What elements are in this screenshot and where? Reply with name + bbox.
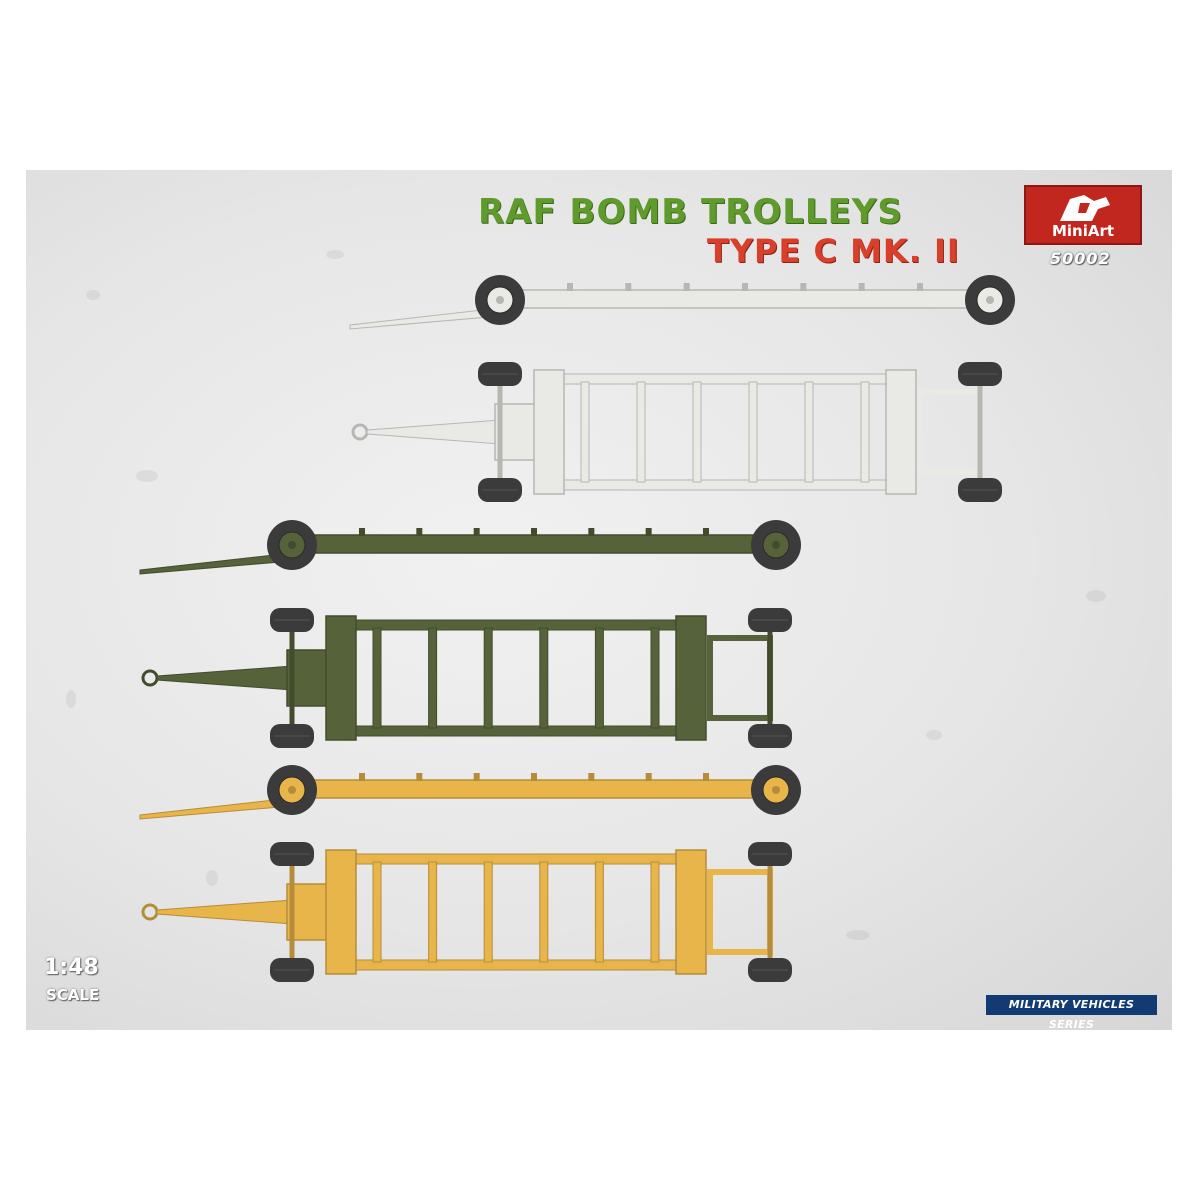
title-line-1: RAF BOMB TROLLEYS (478, 192, 903, 232)
cross-member (594, 861, 604, 963)
tow-bar (156, 899, 293, 925)
title-line-2: TYPE C MK. II (707, 232, 960, 270)
frame-end-front (325, 849, 357, 975)
wheel-cap (772, 541, 780, 549)
tow-bar (366, 419, 501, 445)
texture-speck (1086, 590, 1106, 602)
trolley-green-top (141, 608, 792, 748)
kit-number: 50002 (1050, 249, 1111, 268)
cross-member (428, 861, 438, 963)
cross-member (539, 627, 549, 729)
texture-speck (206, 870, 218, 886)
texture-speck (926, 730, 942, 740)
side-beam (519, 289, 971, 309)
beam-post (416, 528, 423, 536)
cross-member (860, 381, 870, 483)
beam-post (645, 528, 652, 536)
wheel-cap (772, 786, 780, 794)
texture-speck (66, 690, 76, 708)
texture-speck (846, 930, 870, 940)
beam-post (645, 773, 652, 781)
beam-post (703, 773, 709, 781)
beam-post (359, 528, 365, 536)
frame-rail-bottom (331, 725, 701, 737)
tow-eye (141, 669, 159, 687)
miniart-logo: MiniArt (1024, 185, 1142, 245)
beam-post (742, 283, 748, 291)
drawbar (349, 307, 501, 330)
beam-post (416, 773, 423, 781)
tow-eye (351, 423, 369, 441)
wheel-cap (288, 541, 296, 549)
series-badge: MILITARY VEHICLES SERIES (986, 995, 1157, 1031)
tow-eye (141, 903, 159, 921)
cross-member (483, 627, 493, 729)
texture-speck (86, 290, 100, 300)
cross-member (594, 627, 604, 729)
scale-value: 1:48 (44, 955, 99, 980)
beam-post (359, 773, 365, 781)
tow-bar (156, 665, 293, 691)
frame-end-rear (675, 849, 707, 975)
beam-post (917, 283, 923, 291)
scale-label: SCALE (46, 986, 100, 1004)
cross-member (748, 381, 758, 483)
frame-rail-top (331, 619, 701, 631)
wheel-cap (288, 786, 296, 794)
rear-axle-frame (707, 635, 773, 721)
cross-member (428, 627, 438, 729)
rear-axle-frame (707, 869, 773, 955)
beam-post (531, 528, 537, 536)
cross-member (804, 381, 814, 483)
frame-end-front (533, 369, 565, 495)
beam-post (567, 283, 573, 291)
beam-post (588, 528, 595, 536)
drawbar (139, 797, 293, 820)
beam-post (473, 528, 480, 536)
frame-end-rear (675, 615, 707, 741)
cross-member (372, 627, 382, 729)
rear-axle-frame (917, 389, 983, 475)
side-beam (311, 534, 757, 554)
beam-post (683, 283, 690, 291)
cross-member (580, 381, 590, 483)
wheel-cap (986, 296, 994, 304)
trolley-yellow-top (141, 842, 792, 982)
cross-member (650, 861, 660, 963)
frame-rail-top (331, 853, 701, 865)
frame-end-front (325, 615, 357, 741)
beam-post (473, 773, 480, 781)
beam-post (858, 283, 865, 291)
frame-end-rear (885, 369, 917, 495)
trolley-white-side (349, 275, 1015, 330)
texture-speck (136, 470, 158, 482)
cross-member (372, 861, 382, 963)
logo-figure-icon (1060, 195, 1110, 221)
cross-member (692, 381, 702, 483)
drawbar (139, 552, 293, 575)
beam-post (625, 283, 632, 291)
cross-member (483, 861, 493, 963)
trolley-yellow-side (139, 765, 801, 820)
frame-rail-top (539, 373, 911, 385)
beam-post (531, 773, 537, 781)
cross-member (650, 627, 660, 729)
frame-rail-bottom (331, 959, 701, 971)
beam-post (800, 283, 807, 291)
wheel-cap (496, 296, 504, 304)
logo-text: MiniArt (1051, 222, 1115, 240)
trolley-white-top (351, 362, 1002, 502)
beam-post (703, 528, 709, 536)
cross-member (539, 861, 549, 963)
cross-member (636, 381, 646, 483)
frame-rail-bottom (539, 479, 911, 491)
trolley-green-side (139, 520, 801, 575)
beam-post (588, 773, 595, 781)
texture-speck (326, 250, 344, 259)
side-beam (311, 779, 757, 799)
